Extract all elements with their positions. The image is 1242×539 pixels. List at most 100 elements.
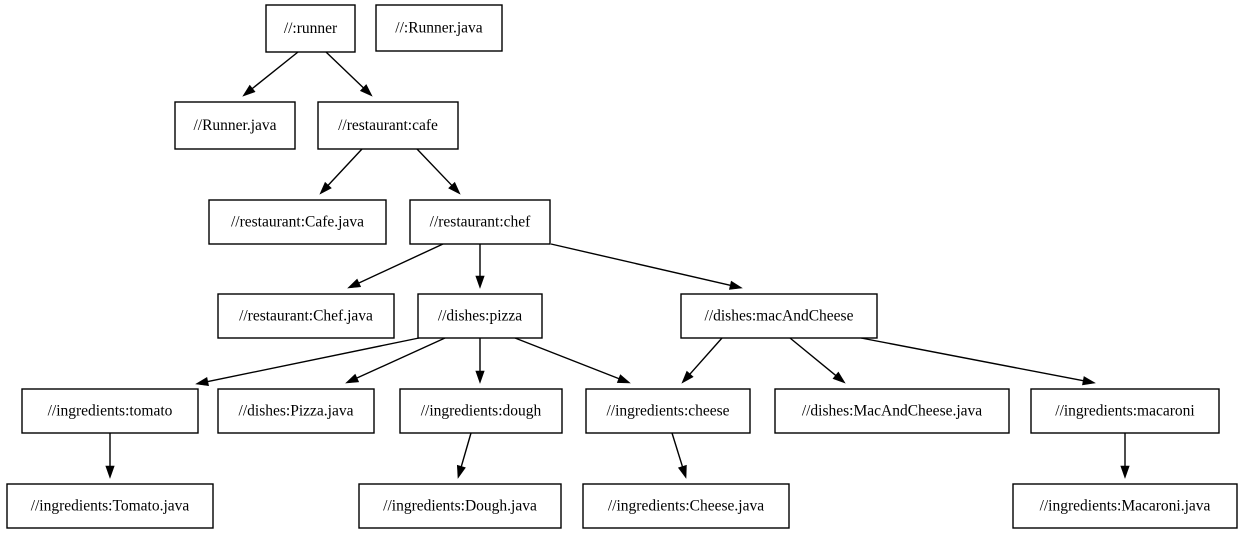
- node-box[interactable]: [1012, 483, 1238, 529]
- edge-arrowhead: [359, 84, 373, 97]
- node-label: //ingredients:cheese: [606, 403, 729, 420]
- edge-arrowhead: [475, 370, 485, 384]
- graph-edge: [345, 337, 446, 384]
- node-box[interactable]: [208, 199, 387, 245]
- graph-node-cafe_java[interactable]: //restaurant:Cafe.java: [208, 199, 387, 245]
- node-box[interactable]: [217, 293, 395, 339]
- edge-line: [356, 337, 446, 379]
- node-label: //ingredients:Dough.java: [383, 498, 537, 515]
- node-label: //ingredients:dough: [421, 403, 542, 420]
- edge-arrowhead: [616, 374, 631, 384]
- graph-node-mac_java[interactable]: //dishes:MacAndCheese.java: [774, 388, 1010, 434]
- graph-node-pizza_java[interactable]: //dishes:Pizza.java: [217, 388, 375, 434]
- graph-edge: [671, 432, 687, 479]
- node-box[interactable]: [21, 388, 199, 434]
- edge-layer: [105, 51, 1130, 479]
- edge-arrowhead: [728, 280, 743, 290]
- node-box[interactable]: [1030, 388, 1220, 434]
- graph-node-macaroni_java[interactable]: //ingredients:Macaroni.java: [1012, 483, 1238, 529]
- graph-node-runner[interactable]: //:runner: [265, 4, 356, 53]
- node-layer: //:runner //:Runner.java //Runner.java //re…: [6, 4, 1238, 529]
- graph-node-runner_java_root[interactable]: //:Runner.java: [375, 4, 503, 52]
- node-label: //:Runner.java: [395, 20, 483, 37]
- node-label: //:runner: [284, 20, 338, 37]
- node-box[interactable]: [317, 101, 459, 150]
- edge-arrowhead: [475, 275, 485, 289]
- graph-edge: [475, 244, 485, 289]
- edge-arrowhead: [456, 464, 466, 479]
- edge-arrowhead: [195, 376, 209, 387]
- node-box[interactable]: [417, 293, 543, 339]
- edge-line: [460, 432, 472, 467]
- edge-line: [550, 243, 731, 286]
- graph-edge: [456, 432, 472, 479]
- graph-edge: [242, 51, 299, 97]
- edge-arrowhead: [677, 464, 687, 479]
- node-box[interactable]: [375, 4, 503, 52]
- edge-line: [207, 337, 420, 383]
- edge-line: [671, 432, 684, 467]
- node-label: //restaurant:chef: [430, 214, 532, 231]
- node-box[interactable]: [585, 388, 751, 434]
- node-label: //ingredients:Cheese.java: [608, 498, 764, 515]
- graph-edge: [475, 338, 485, 384]
- graph-edge: [1120, 433, 1130, 479]
- edge-arrowhead: [242, 84, 256, 97]
- graph-node-dishes_mac[interactable]: //dishes:macAndCheese: [680, 293, 878, 339]
- graph-edge: [105, 433, 115, 479]
- graph-node-ing_dough[interactable]: //ingredients:dough: [399, 388, 563, 434]
- edge-arrowhead: [345, 373, 360, 384]
- node-label: //ingredients:Macaroni.java: [1040, 498, 1211, 515]
- graph-node-ing_tomato[interactable]: //ingredients:tomato: [21, 388, 199, 434]
- edge-arrowhead: [448, 181, 461, 195]
- node-box[interactable]: [358, 483, 562, 529]
- graph-edge: [860, 337, 1096, 386]
- graph-node-cheese_java[interactable]: //ingredients:Cheese.java: [582, 483, 790, 529]
- edge-line: [327, 148, 363, 186]
- edge-line: [860, 337, 1084, 382]
- node-label: //dishes:pizza: [438, 308, 522, 325]
- edge-line: [416, 148, 453, 186]
- edge-line: [789, 337, 837, 376]
- graph-node-chef_java[interactable]: //restaurant:Chef.java: [217, 293, 395, 339]
- graph-node-ing_macaroni[interactable]: //ingredients:macaroni: [1030, 388, 1220, 434]
- node-label: //ingredients:macaroni: [1055, 403, 1195, 420]
- graph-edge: [347, 243, 444, 289]
- node-label: //ingredients:tomato: [48, 403, 173, 420]
- node-box[interactable]: [399, 388, 563, 434]
- graph-node-tomato_java[interactable]: //ingredients:Tomato.java: [6, 483, 214, 529]
- edge-arrowhead: [347, 278, 362, 289]
- edge-line: [251, 51, 299, 90]
- node-label: //restaurant:cafe: [338, 117, 438, 134]
- edge-arrowhead: [832, 371, 846, 384]
- node-label: //dishes:MacAndCheese.java: [802, 403, 982, 420]
- node-box[interactable]: [680, 293, 878, 339]
- node-box[interactable]: [409, 199, 551, 245]
- graph-edge: [319, 148, 363, 195]
- edge-line: [514, 337, 620, 380]
- edge-arrowhead: [1082, 376, 1096, 386]
- graph-node-restaurant_cafe[interactable]: //restaurant:cafe: [317, 101, 459, 150]
- node-box[interactable]: [6, 483, 214, 529]
- graph-node-ing_cheese[interactable]: //ingredients:cheese: [585, 388, 751, 434]
- node-box[interactable]: [582, 483, 790, 529]
- node-box[interactable]: [265, 4, 356, 53]
- node-box[interactable]: [774, 388, 1010, 434]
- graph-edge: [681, 337, 723, 384]
- node-box[interactable]: [217, 388, 375, 434]
- graph-node-dishes_pizza[interactable]: //dishes:pizza: [417, 293, 543, 339]
- graph-edge: [325, 51, 373, 97]
- edge-line: [689, 337, 723, 375]
- graph-edge: [195, 337, 420, 387]
- graph-node-dough_java[interactable]: //ingredients:Dough.java: [358, 483, 562, 529]
- graph-edge: [789, 337, 846, 384]
- node-label: //dishes:macAndCheese: [705, 308, 854, 325]
- graph-edge: [550, 243, 743, 290]
- node-box[interactable]: [174, 101, 296, 150]
- edge-arrowhead: [319, 181, 332, 195]
- edge-line: [325, 51, 364, 89]
- node-label: //restaurant:Chef.java: [239, 308, 373, 325]
- graph-node-runner_java[interactable]: //Runner.java: [174, 101, 296, 150]
- graph-edge: [416, 148, 461, 195]
- graph-node-restaurant_chef[interactable]: //restaurant:chef: [409, 199, 551, 245]
